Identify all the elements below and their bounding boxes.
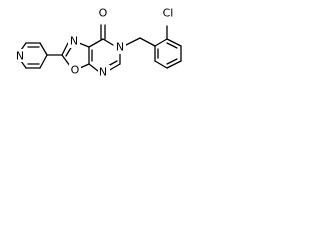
label-bg (69, 64, 81, 77)
label-bg (159, 6, 177, 20)
bond-o3-c3a (79, 63, 90, 69)
pyrimidine-nitrogen-label: N (99, 66, 107, 79)
molecule-structure: O Cl N N N O N (14, 6, 182, 79)
amide-nitrogen-label: N (116, 41, 124, 54)
label-bg (96, 6, 108, 20)
label-bg (98, 65, 110, 78)
pyridine-nitrogen-label: N (16, 50, 24, 63)
bond-c2-o3 (61, 54, 71, 67)
bond-n4-c3a (88, 63, 99, 72)
bond-ar1-ar2 (154, 38, 168, 47)
bond-lines (20, 24, 182, 72)
bond-py-c1-c2 (39, 42, 48, 56)
oxazole-oxygen-label: O (71, 64, 80, 77)
bond-ar4-ar5-double (166, 58, 178, 65)
bond-py-c3-n (20, 42, 27, 51)
carbonyl-oxygen-label: O (99, 7, 108, 20)
bond-n1-c2 (61, 42, 69, 56)
bond-ar4-ar5 (166, 60, 182, 69)
bond-c7a-n1 (78, 42, 90, 48)
label-bg (14, 49, 26, 62)
bond-ch2-ar1 (139, 37, 156, 47)
bond-c7-c7a (88, 38, 104, 48)
bond-ar2-ar3 (166, 38, 182, 47)
bond-ar2-ar3-double (166, 42, 178, 49)
atom-labels: O Cl N N N O N (14, 6, 177, 79)
bond-c7-n6 (102, 38, 114, 46)
chlorine-label: Cl (163, 7, 174, 20)
bond-ar5-ar6 (154, 60, 168, 69)
label-bg (114, 41, 126, 54)
bond-py-c6-c1 (39, 54, 48, 69)
bond-n6-ch2 (125, 37, 141, 46)
oxazole-nitrogen-label: N (70, 35, 78, 48)
label-bg (68, 35, 80, 48)
bond-py-n-c5 (20, 60, 27, 69)
